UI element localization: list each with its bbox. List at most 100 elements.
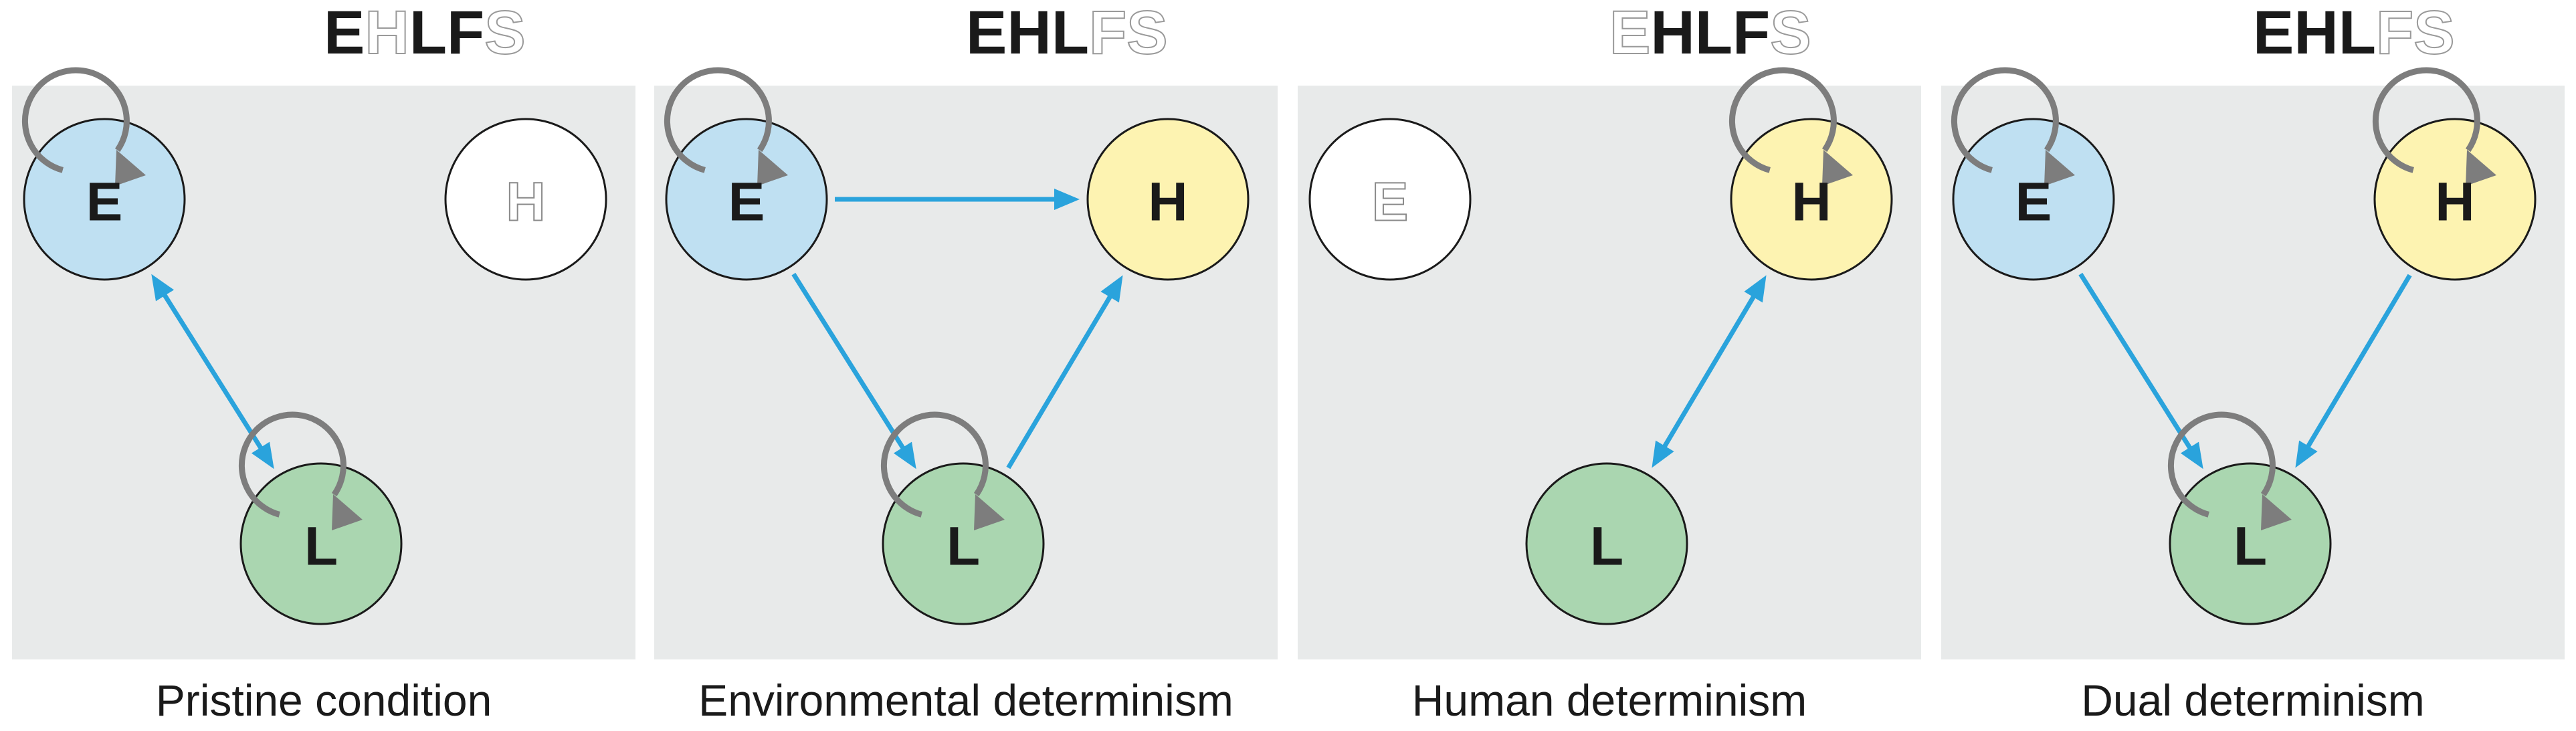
node-label: H — [1148, 172, 1187, 233]
title-letter-f: F — [1732, 0, 1770, 67]
arrow-head — [1652, 440, 1674, 468]
panel-caption: Environmental determinism — [698, 675, 1233, 725]
title-letter-h: H — [1650, 0, 1694, 67]
cycle-arrow-icon — [238, 411, 363, 530]
arrow-e-to-l — [791, 272, 916, 469]
cycle-arrowhead — [2466, 150, 2496, 186]
title-letter-f: F — [2376, 0, 2413, 67]
title-letter-f: F — [447, 0, 484, 67]
panel-title-text: EHLFS — [324, 0, 526, 67]
node-label-inactive: E — [1372, 172, 1409, 233]
arrow-head — [1054, 189, 1080, 210]
arrow-head — [2180, 441, 2203, 469]
panel-title-text: EHLFS — [1609, 0, 1811, 67]
node-e: E — [1951, 67, 2115, 281]
arrow-e-to-l — [2078, 272, 2203, 469]
node-label: L — [304, 516, 338, 577]
node-label: H — [1791, 172, 1831, 233]
cycle-arrow-icon — [2167, 411, 2292, 530]
title-letter-h: H — [1007, 0, 1051, 67]
panel-title-text: EHLFS — [966, 0, 1168, 67]
cycle-arrowhead — [1822, 150, 1853, 186]
title-letter-e: E — [966, 0, 1007, 67]
title-letter-l: L — [1695, 0, 1732, 67]
title-letter-e: E — [1609, 0, 1650, 67]
arrow-head — [1100, 275, 1123, 303]
cycle-arrowhead — [2261, 494, 2292, 530]
cycle-arrowhead — [974, 494, 1005, 530]
node-label: L — [1590, 516, 1623, 577]
arrow-e-to-h — [835, 189, 1080, 210]
arrow-l-to-h — [1006, 275, 1123, 469]
title-letter-l: L — [1052, 0, 1089, 67]
node-label: L — [2234, 516, 2267, 577]
node-label-inactive: H — [506, 172, 545, 233]
node-circle — [1086, 118, 1250, 281]
title-letter-s: S — [1770, 0, 1811, 67]
cycle-arrow-icon — [21, 67, 146, 186]
cycle-arc — [2167, 411, 2276, 518]
cycle-arrow-icon — [880, 411, 1005, 530]
arrow-e-to-l — [151, 274, 274, 469]
node-circle — [239, 462, 403, 625]
node-circle-inactive — [1308, 118, 1472, 281]
panel-title: EHLFS — [2253, 0, 2456, 68]
node-l: L — [2167, 411, 2332, 625]
arrow-h-to-l — [2295, 274, 2412, 468]
node-h: H — [444, 118, 607, 281]
node-circle — [882, 462, 1045, 625]
node-h: H — [1728, 67, 1893, 281]
cycle-arrowhead — [332, 494, 363, 530]
node-circle — [1730, 118, 1893, 281]
title-letter-h: H — [365, 0, 409, 67]
node-circle — [23, 118, 186, 281]
node-e: E — [1308, 118, 1472, 281]
node-l: L — [238, 411, 403, 625]
node-circle — [2169, 462, 2332, 625]
node-label: L — [947, 516, 980, 577]
arrow-shaft — [2078, 272, 2193, 451]
panel-title: EHLFS — [324, 0, 526, 68]
panel-title: EHLFS — [1609, 0, 1812, 68]
arrow-shaft — [161, 292, 264, 451]
cycle-arc — [238, 411, 346, 518]
title-letter-s: S — [1126, 0, 1167, 67]
arrow-shaft — [1006, 293, 1114, 469]
cycle-arrow-icon — [2372, 67, 2496, 186]
arrow-shaft — [1661, 293, 1757, 450]
cycle-arrowhead — [115, 150, 146, 186]
cycle-arrow-icon — [1951, 67, 2075, 186]
node-label: H — [2435, 172, 2474, 233]
cycle-arrow-icon — [664, 67, 788, 186]
arrow-head — [251, 441, 274, 469]
arrow-tail-head — [151, 274, 175, 302]
title-letter-h: H — [2294, 0, 2338, 67]
arrow-head — [2295, 440, 2318, 468]
title-letter-l: L — [2339, 0, 2376, 67]
node-l: L — [1525, 462, 1688, 625]
title-letter-s: S — [484, 0, 525, 67]
cycle-arrow-icon — [1728, 67, 1853, 186]
node-circle — [1525, 462, 1688, 625]
title-letter-l: L — [409, 0, 447, 67]
panel-caption: Human determinism — [1412, 675, 1807, 725]
arrow-head — [893, 441, 916, 469]
node-h: H — [1086, 118, 1250, 281]
cycle-arc — [2372, 67, 2480, 173]
arrow-h-to-l — [1652, 275, 1767, 468]
node-label: E — [86, 172, 123, 233]
panel-caption: Pristine condition — [156, 675, 492, 725]
arrow-tail-head — [1744, 275, 1767, 303]
cycle-arc — [1951, 67, 2059, 173]
node-circle-inactive — [444, 118, 607, 281]
title-letter-s: S — [2413, 0, 2454, 67]
cycle-arc — [1728, 67, 1837, 173]
title-letter-e: E — [2253, 0, 2294, 67]
cycle-arrowhead — [2044, 150, 2075, 186]
cycle-arc — [21, 67, 130, 173]
arrow-shaft — [2304, 274, 2412, 450]
